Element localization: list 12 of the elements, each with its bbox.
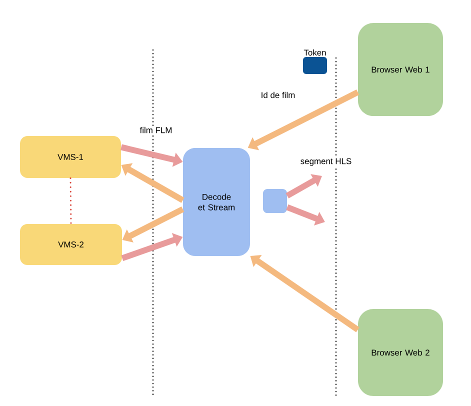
browser-box: Browser Web 2 (358, 309, 443, 396)
dotted-line (70, 177, 72, 225)
arrow (286, 174, 322, 198)
server-box: VMS-2 (20, 224, 122, 265)
browser-box: Browser Web 1 (358, 23, 443, 116)
edge-label: segment HLS (299, 157, 353, 167)
server-box: VMS-1 (20, 136, 121, 178)
edge-label: film FLM (138, 126, 174, 134)
service-box (263, 189, 287, 213)
process-box: Decode et Stream (183, 148, 250, 256)
node-label: Token (304, 49, 326, 56)
edge-label: Id de film (260, 90, 296, 100)
